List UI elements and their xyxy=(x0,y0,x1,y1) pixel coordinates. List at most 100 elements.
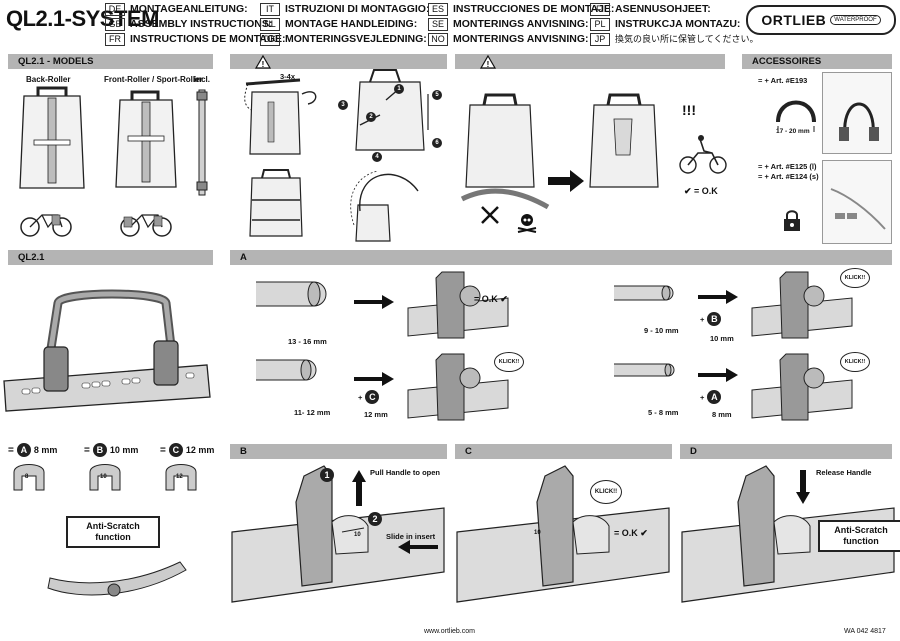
accessory-art-e193: = + Art. #E193 xyxy=(758,76,808,85)
warning-bar-1: ! xyxy=(230,54,447,69)
insert-b-illustration xyxy=(89,464,121,491)
accessory-package-1 xyxy=(822,72,892,154)
release-handle-label: Release Handle xyxy=(816,468,872,477)
language-heading: INSTRUKCJA MONTAZU: xyxy=(615,18,741,30)
step-number-4: 4 xyxy=(372,152,382,162)
tube-dimension-3: 9 - 10 mm xyxy=(644,326,679,335)
insert-b-number: 10 xyxy=(100,474,107,480)
incl-label: incl. xyxy=(194,75,211,84)
hook-on-tube-illustration-2 xyxy=(407,353,509,421)
language-code: NL xyxy=(260,18,280,31)
right-arrow-icon xyxy=(354,295,394,309)
step-number-3: 3 xyxy=(338,100,348,110)
slide-in-label: Slide in insert xyxy=(386,532,436,541)
section-b-insert-number: 10 xyxy=(354,532,361,538)
rotation-count: 3-4x xyxy=(280,72,296,81)
right-arrow-icon xyxy=(354,372,394,386)
footer-doc-code: WA 042 4817 xyxy=(844,628,886,635)
section-a-bar: A xyxy=(230,250,892,265)
accessory-package-2 xyxy=(822,160,892,244)
section-c-hook-illustration xyxy=(456,465,670,603)
language-entry: DK MONTERINGSVEJLEDNING: xyxy=(260,32,429,47)
tube-dimension-4: 5 - 8 mm xyxy=(648,408,679,417)
ortlieb-logo: ORTLIEB WATERPROOF xyxy=(746,5,896,35)
rack-tube-13-16 xyxy=(256,281,327,307)
language-heading: MONTERINGS ANVISNING: xyxy=(453,33,589,45)
package-hook-icon xyxy=(839,102,879,141)
right-arrow-icon xyxy=(698,290,738,304)
insert-letter: A xyxy=(707,390,722,404)
back-roller-label: Back-Roller xyxy=(26,75,71,84)
down-arrow-icon xyxy=(796,470,810,504)
hook-on-tube-illustration-1 xyxy=(407,271,509,339)
insert-size-text: 10 mm xyxy=(109,445,139,455)
insert-a-number: 8 xyxy=(25,474,29,480)
ok-label: ✔ = O.K xyxy=(684,186,718,196)
insert-a-illustration xyxy=(13,464,45,491)
step-1-badge: 1 xyxy=(320,468,334,482)
accessories-bar: ACCESSOIRES xyxy=(742,54,892,69)
cross-icon xyxy=(481,206,499,224)
language-code: IT xyxy=(260,3,280,16)
insert-c-number: 12 xyxy=(176,474,183,480)
handle-accessory-illustration xyxy=(776,100,816,132)
skull-icon xyxy=(517,214,537,233)
warning-triangle-icon: ! xyxy=(479,54,497,69)
language-heading: MONTERINGSVEJLEDNING: xyxy=(285,33,427,45)
exclamation-marks: !!! xyxy=(682,102,696,118)
language-heading: INSTRUCCIONES DE MONTAJE: xyxy=(453,3,615,15)
ok-text: = O.K xyxy=(614,528,638,538)
language-code: DK xyxy=(260,33,280,46)
section-c-ok: = O.K ✔ xyxy=(614,528,648,538)
step-number-5: 5 xyxy=(432,90,442,100)
insert-size-text: 8 mm xyxy=(33,445,58,455)
insert-letter: B xyxy=(707,312,722,326)
language-code: SE xyxy=(428,18,448,31)
correct-mount-bag-illustration xyxy=(589,93,659,188)
svg-text:!: ! xyxy=(262,60,265,69)
ok-text: = O.K xyxy=(694,186,718,196)
hook-on-tube-illustration-3 xyxy=(751,271,853,339)
included-strap-illustration xyxy=(196,89,208,196)
klick-bubble: KLICK!! xyxy=(840,352,870,372)
accessory-art-e124: = + Art. #E124 (s) xyxy=(758,172,819,181)
step-number-6: 6 xyxy=(432,138,442,148)
language-heading: ASSEMBLY INSTRUCTIONS: xyxy=(130,18,273,30)
language-code: DE xyxy=(105,3,125,16)
anti-scratch-pad-illustration xyxy=(47,561,187,597)
road-bike-icon xyxy=(20,214,72,237)
warning-triangle-icon: ! xyxy=(254,54,272,69)
language-entry: GB ASSEMBLY INSTRUCTIONS: xyxy=(105,17,286,32)
right-arrow-icon xyxy=(698,368,738,382)
footer-url[interactable]: www.ortlieb.com xyxy=(424,628,475,635)
insert-letter: C xyxy=(168,443,183,457)
section-b-bar: B xyxy=(230,444,447,459)
row-1-result: = O.K ✔ xyxy=(474,294,508,304)
insert-b-size: 10 mm xyxy=(710,334,734,343)
step-number-1: 1 xyxy=(394,84,404,94)
rack-tube-5-8 xyxy=(614,363,675,377)
language-code: FI xyxy=(590,3,610,16)
models-bar: QL2.1 - MODELS xyxy=(8,54,213,69)
language-code: FR xyxy=(105,33,125,46)
hook-steps-illustration xyxy=(355,69,429,151)
insert-letter: A xyxy=(16,443,31,457)
klick-bubble: KLICK!! xyxy=(590,480,622,504)
klick-bubble: KLICK!! xyxy=(840,268,870,288)
language-code: GB xyxy=(105,18,125,31)
right-arrow-icon xyxy=(548,170,584,192)
wrong-mount-bag-illustration xyxy=(460,93,550,210)
logo-name: ORTLIEB xyxy=(761,12,827,28)
lock-icon xyxy=(784,210,800,231)
rack-tube-11-12 xyxy=(256,359,317,381)
language-code: ES xyxy=(428,3,448,16)
